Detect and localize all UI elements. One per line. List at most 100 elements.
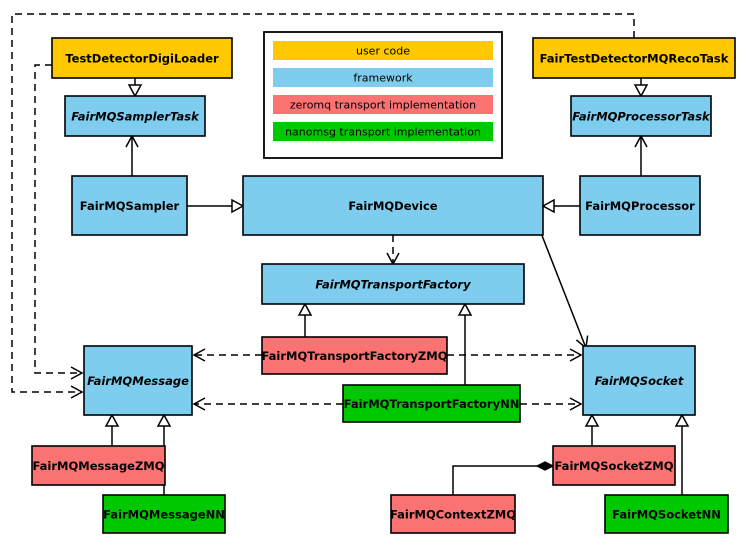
arrowhead-hollow-triangle (541, 198, 555, 214)
class-node-label: FairTestDetectorMQRecoTask (540, 52, 729, 66)
class-node-FairMQProcessorTask[interactable]: FairMQProcessorTask (570, 95, 712, 137)
class-node-box[interactable] (570, 95, 712, 137)
edge-factorynn-inherits-transportfactory (457, 302, 473, 385)
legend-swatch (273, 95, 493, 114)
class-node-FairMQMessageZMQ[interactable]: FairMQMessageZMQ (31, 445, 166, 486)
arrowhead-open-arrow (569, 348, 583, 362)
edge-line (11, 13, 635, 393)
legend: user code framework zeromq transport imple… (263, 31, 503, 159)
edge-factoryzmq-inherits-transportfactory (297, 302, 313, 337)
class-node-box[interactable] (261, 263, 525, 305)
arrowhead-hollow-triangle (104, 413, 120, 427)
class-node-box[interactable] (390, 494, 516, 534)
legend-layer: user code framework zeromq transport imple… (263, 31, 503, 159)
legend-label: nanomsg transport implementation (285, 126, 481, 139)
class-node-FairMQSampler[interactable]: FairMQSampler (71, 175, 188, 236)
class-node-box[interactable] (102, 494, 226, 534)
arrowhead-hollow-triangle (127, 84, 143, 98)
edge-processor-inherits-device (541, 198, 580, 214)
legend-item-1: framework (273, 68, 493, 87)
class-node-label: FairMQProcessor (585, 199, 695, 213)
class-node-FairMQContextZMQ[interactable]: FairMQContextZMQ (390, 494, 516, 534)
class-node-label: FairMQProcessorTask (572, 110, 711, 124)
arrowhead-filled-diamond (535, 461, 555, 471)
class-node-box[interactable] (552, 445, 676, 486)
class-node-label: FairMQTransportFactoryNN (344, 397, 520, 411)
class-node-TestDetectorDigiLoader[interactable]: TestDetectorDigiLoader (51, 37, 233, 79)
class-node-box[interactable] (83, 345, 193, 416)
class-node-label: FairMQTransportFactoryZMQ (261, 349, 447, 363)
node-layer: TestDetectorDigiLoader FairTestDetectorMQ… (31, 37, 736, 534)
class-node-FairMQMessageNN[interactable]: FairMQMessageNN (102, 494, 226, 534)
legend-label: zeromq transport implementation (290, 99, 476, 112)
legend-swatch (273, 122, 493, 141)
legend-item-0: user code (273, 41, 493, 60)
class-node-FairMQSocket[interactable]: FairMQSocket (582, 345, 696, 416)
edge-factoryzmq-creates-message (192, 348, 262, 362)
edge-recotask-inherits-processortask (633, 78, 649, 98)
edge-socketnn-inherits-socket (674, 413, 690, 495)
class-node-label: FairMQSocketNN (612, 508, 721, 522)
legend-swatch (273, 41, 493, 60)
class-node-FairMQSamplerTask[interactable]: FairMQSamplerTask (64, 95, 206, 137)
class-node-box[interactable] (51, 37, 233, 79)
class-node-box[interactable] (579, 175, 701, 236)
arrowhead-open-arrow (569, 397, 583, 411)
class-node-FairMQTransportFactoryNN[interactable]: FairMQTransportFactoryNN (342, 384, 521, 423)
edge-line (540, 232, 587, 349)
class-node-box[interactable] (342, 384, 521, 423)
edge-digiloader-inherits-samplertask (127, 78, 143, 98)
class-node-label: FairMQTransportFactory (315, 278, 471, 292)
class-node-label: FairMQSampler (80, 199, 180, 213)
class-node-label: FairMQContextZMQ (390, 508, 516, 522)
class-node-box[interactable] (604, 494, 729, 534)
class-node-box[interactable] (64, 95, 206, 137)
class-node-box[interactable] (242, 175, 544, 236)
edge-recotask-depends-message (11, 13, 635, 399)
class-node-label: FairMQMessage (87, 374, 189, 388)
class-node-label: FairMQMessageNN (103, 508, 225, 522)
arrowhead-open-arrow (192, 397, 206, 411)
edge-socketzmq-inherits-socket (584, 413, 600, 446)
edge-sampler-inherits-device (187, 198, 245, 214)
legend-label: framework (353, 72, 413, 85)
edge-line (452, 465, 553, 495)
class-node-box[interactable] (31, 445, 166, 486)
arrowhead-hollow-triangle (584, 413, 600, 427)
class-node-label: FairMQSamplerTask (71, 110, 200, 124)
edge-factorynn-creates-message (192, 397, 343, 411)
edge-factoryzmq-creates-socket (447, 348, 583, 362)
class-node-FairMQDevice[interactable]: FairMQDevice (242, 175, 544, 236)
edge-digiloader-depends-message (34, 64, 84, 380)
class-node-box[interactable] (261, 336, 448, 375)
arrowhead-open-arrow (70, 385, 84, 399)
class-node-label: TestDetectorDigiLoader (65, 52, 219, 66)
arrowhead-open-arrow (192, 348, 206, 362)
arrowhead-hollow-triangle (297, 302, 313, 316)
class-node-box[interactable] (582, 345, 696, 416)
arrowhead-hollow-triangle (156, 413, 172, 427)
edge-factorynn-creates-socket (520, 397, 583, 411)
class-node-FairMQTransportFactory[interactable]: FairMQTransportFactory (261, 263, 525, 305)
class-node-box[interactable] (71, 175, 188, 236)
arrowhead-hollow-triangle (674, 413, 690, 427)
edge-messagezmq-inherits-message (104, 413, 120, 446)
class-node-label: FairMQMessageZMQ (32, 459, 164, 473)
edge-line (34, 64, 82, 374)
class-node-FairMQTransportFactoryZMQ[interactable]: FairMQTransportFactoryZMQ (261, 336, 448, 375)
class-node-label: FairMQSocketZMQ (555, 459, 674, 473)
class-node-FairMQMessage[interactable]: FairMQMessage (83, 345, 193, 416)
arrowhead-open-arrow (70, 366, 84, 380)
class-node-label: FairMQDevice (348, 199, 437, 213)
arrowhead-hollow-triangle (633, 84, 649, 98)
class-node-FairMQSocketZMQ[interactable]: FairMQSocketZMQ (552, 445, 676, 486)
arrowhead-hollow-triangle (231, 198, 245, 214)
class-node-box[interactable] (532, 37, 736, 79)
edge-socketzmq-composes-contextzmq (452, 461, 555, 495)
class-node-label: FairMQSocket (595, 374, 684, 388)
class-node-FairMQSocketNN[interactable]: FairMQSocketNN (604, 494, 729, 534)
class-node-FairTestDetectorMQRecoTask[interactable]: FairTestDetectorMQRecoTask (532, 37, 736, 79)
legend-swatch (273, 68, 493, 87)
class-node-FairMQProcessor[interactable]: FairMQProcessor (579, 175, 701, 236)
